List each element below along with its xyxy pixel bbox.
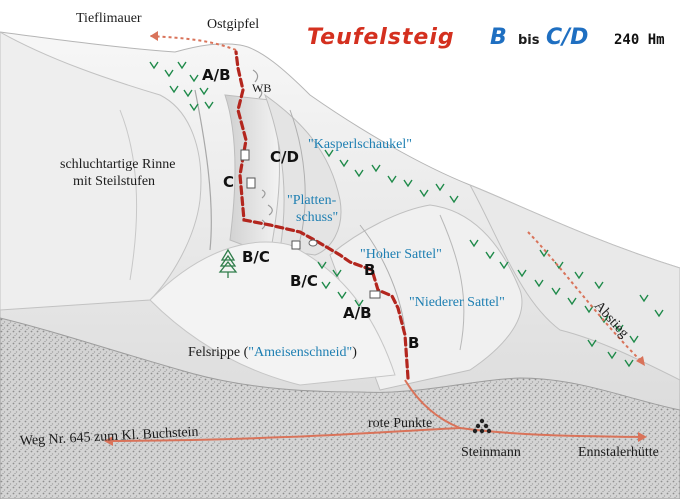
plattenschuss-marker xyxy=(308,239,318,247)
label-felsrippe: Felsrippe ("Ameisenschneid") xyxy=(188,345,357,360)
label-steinmann: Steinmann xyxy=(461,445,521,460)
grade-ab-lower: A/B xyxy=(343,304,372,322)
grade-cd: C/D xyxy=(270,148,299,166)
grade-b-upper: B xyxy=(364,261,375,279)
label-rote-punkte: rote Punkte xyxy=(368,416,432,431)
label-rinne-1: schluchtartige Rinne xyxy=(60,157,175,172)
trail-weg-645-left xyxy=(109,427,461,442)
vegetation xyxy=(149,61,664,368)
grade-bc-mid: B/C xyxy=(290,272,318,290)
label-niederer-sattel: "Niederer Sattel" xyxy=(409,295,505,310)
label-kasperlschaukel: "Kasperlschaukel" xyxy=(308,137,412,152)
steinmann-icon xyxy=(472,418,492,434)
label-plattenschuss-1: "Platten- xyxy=(287,193,337,208)
grade-b-lower: B xyxy=(408,334,419,352)
grade-bc-left: B/C xyxy=(242,248,270,266)
belay-box-4 xyxy=(369,290,381,299)
trail-weg-645 xyxy=(404,379,641,438)
trail-tieflimauer xyxy=(149,35,237,51)
title-grade-from: B xyxy=(490,25,507,50)
label-plattenschuss-2: schuss" xyxy=(296,210,338,225)
title-bis: bis xyxy=(518,33,540,48)
title-grade-to: C/D xyxy=(546,25,588,50)
belay-box-1 xyxy=(240,149,250,161)
label-rinne-2: mit Steilstufen xyxy=(73,174,155,189)
abstieg-arrow-icon xyxy=(636,356,645,366)
weg-right-arrow-icon xyxy=(638,432,647,442)
label-wb: WB xyxy=(252,81,271,95)
tieflimauer-arrow-icon xyxy=(150,31,158,41)
scree-field xyxy=(0,317,680,499)
label-tieflimauer: Tieflimauer xyxy=(76,11,142,26)
title-name: Teufelsteig xyxy=(307,25,455,50)
label-hoher-sattel: "Hoher Sattel" xyxy=(360,247,442,262)
mountain-relief xyxy=(0,31,680,421)
label-ostgipfel: Ostgipfel xyxy=(207,17,259,32)
tree-icon xyxy=(218,248,238,278)
grade-ab-top: A/B xyxy=(202,66,231,84)
route-teufelsteig xyxy=(234,50,410,380)
belay-box-3 xyxy=(291,240,301,250)
title-height: 240 Hm xyxy=(614,32,665,48)
belay-box-2 xyxy=(246,177,256,189)
map-title: Teufelsteig B bis C/D 240 Hm xyxy=(307,25,665,50)
weg-left-arrow-icon xyxy=(104,436,113,446)
grade-c: C xyxy=(223,173,234,191)
label-ennstalerhuette: Ennstalerhütte xyxy=(578,445,659,460)
